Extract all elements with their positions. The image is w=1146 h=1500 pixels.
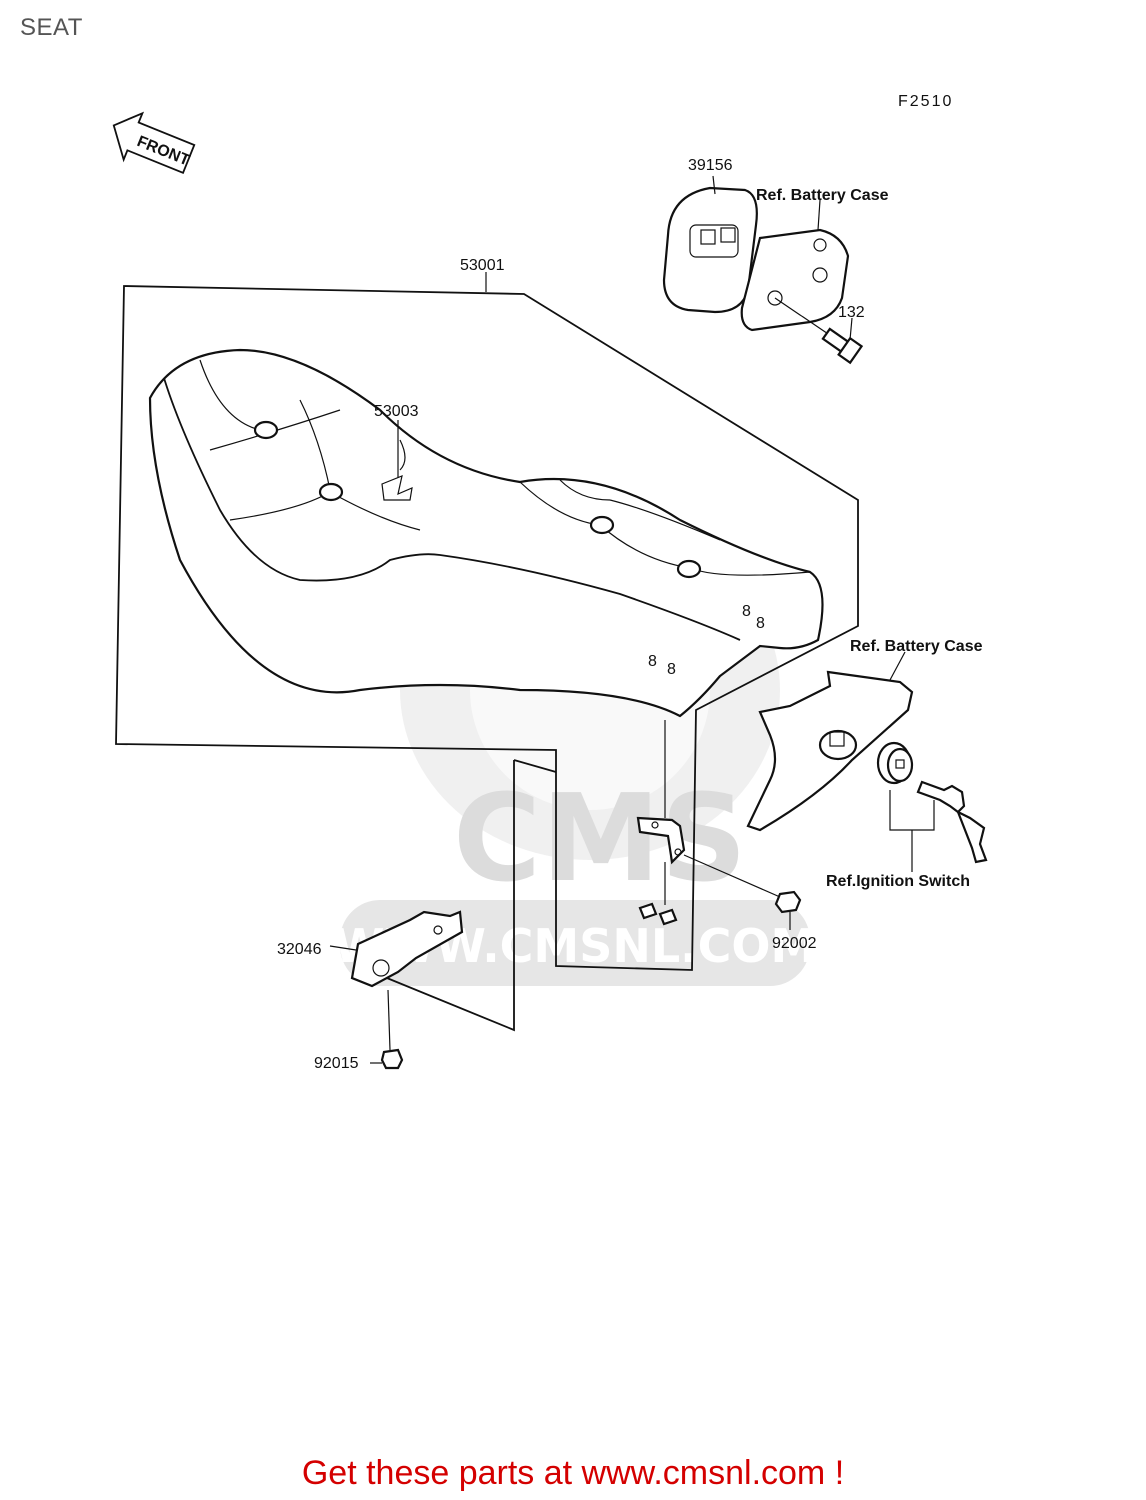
seat-53001: 8 8 8 8 [148,348,824,718]
figure-code: F2510 [898,93,953,110]
svg-text:8: 8 [742,603,751,620]
leader-battery-case-right [889,651,906,681]
label-92002: 92002 [772,935,817,952]
svg-text:8: 8 [756,615,765,632]
ignition-switch-cylinder [876,741,914,785]
watermark-logo: CMS [453,770,747,909]
nut-pair [638,902,678,926]
label-132: 132 [838,304,865,321]
rear-bracket [636,816,686,865]
front-bracket-32046 [350,910,464,988]
label-53003: 53003 [374,403,419,420]
label-battery-case-top: Ref. Battery Case [756,187,889,204]
front-arrow-icon: FRONT [112,111,196,174]
bolt-132 [821,327,864,365]
label-92015: 92015 [314,1055,359,1072]
label-ignition-switch: Ref.Ignition Switch [826,873,970,890]
seat-assembly-frame [115,285,859,971]
leader-battery-case-top [817,199,821,231]
label-53001: 53001 [460,257,505,274]
page-title: SEAT [20,14,83,41]
bolt-92002 [774,890,802,914]
leader-132 [849,317,853,341]
svg-text:8: 8 [667,661,676,678]
label-battery-case-right: Ref. Battery Case [850,638,983,655]
svg-text:8: 8 [648,653,657,670]
leader-39156 [712,175,716,195]
front-bracket-frame [381,759,557,1032]
key-icon [916,780,988,864]
battery-case-lock-housing [746,670,914,832]
nut-92015 [380,1048,404,1070]
leader-32046 [329,945,357,951]
parts-diagram: CMS WWW.CMSNL.COM F2510 FRONT 39156 Ref.… [112,93,988,1072]
label-32046: 32046 [277,941,322,958]
rubber-cushion-39156 [662,186,758,314]
get-parts-link[interactable]: Get these parts at www.cmsnl.com ! [301,1454,845,1492]
label-39156: 39156 [688,157,733,174]
battery-case-plate [740,228,850,332]
